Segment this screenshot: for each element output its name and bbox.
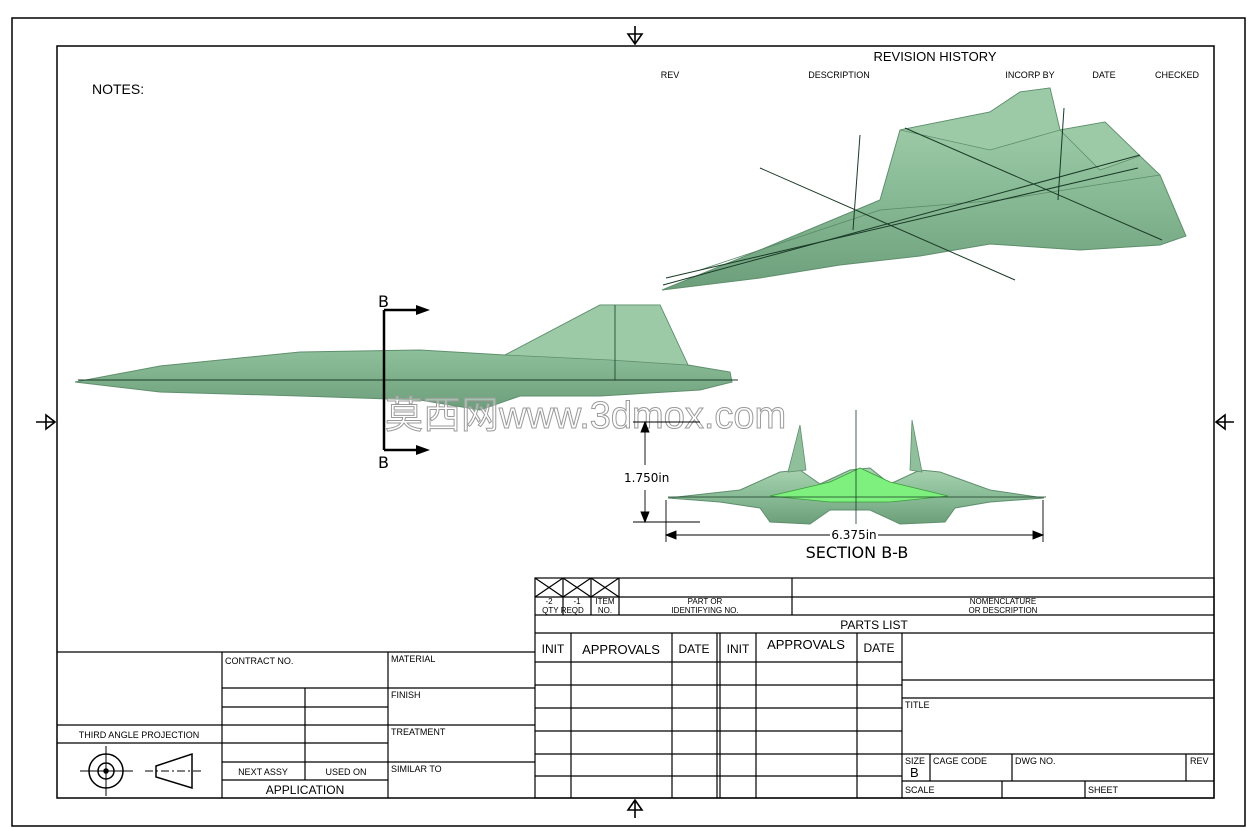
approvals-header-1: APPROVALS: [582, 642, 660, 657]
centering-marks: [36, 26, 1234, 818]
centering-arrow-top: [626, 26, 644, 46]
used-on-label: USED ON: [325, 767, 366, 777]
parts-list-title: PARTS LIST: [840, 618, 908, 632]
approvals-init-header-1: INIT: [542, 642, 565, 656]
approvals-grid: [535, 633, 903, 798]
qty-col-b: -1: [573, 597, 581, 606]
cage-code-label: CAGE CODE: [933, 756, 987, 766]
left-block-grid: [57, 651, 535, 798]
approvals-date-header-1: DATE: [678, 642, 709, 656]
finish-label: FINISH: [391, 690, 421, 700]
similar-to-label: SIMILAR TO: [391, 764, 442, 774]
side-view-aircraft: [74, 304, 738, 411]
identifying-no-label: IDENTIFYING NO.: [671, 606, 738, 615]
contract-no-label: CONTRACT NO.: [225, 656, 293, 666]
title-block-grid: [902, 679, 1214, 798]
watermark-text: 莫西网www.3dmox.com: [385, 395, 786, 437]
section-cut-face: [769, 467, 949, 503]
isometric-aircraft-view: [661, 87, 1187, 291]
section-cut-line: [382, 305, 430, 455]
revision-history-title: REVISION HISTORY: [873, 49, 996, 64]
section-view-aircraft: [667, 410, 1046, 525]
revision-col-incorp-by: INCORP BY: [1005, 70, 1054, 80]
centering-arrow-bottom: [626, 798, 644, 818]
qty-reqd-label: QTY REQD: [542, 606, 584, 615]
section-marker-bottom: B: [378, 453, 389, 472]
part-or-label: PART OR: [688, 597, 723, 606]
projection-label: THIRD ANGLE PROJECTION: [79, 730, 200, 740]
section-marker-top: B: [378, 292, 389, 311]
dwg-no-label: DWG NO.: [1015, 756, 1056, 766]
treatment-label: TREATMENT: [391, 727, 446, 737]
notes-label: NOTES:: [92, 81, 144, 97]
revision-col-rev: REV: [661, 70, 680, 80]
dimension-lines: [633, 420, 1045, 542]
revision-col-description: DESCRIPTION: [808, 70, 870, 80]
item-label: ITEM: [595, 597, 614, 606]
qty-col-a: -2: [545, 597, 553, 606]
size-label: SIZE: [905, 756, 925, 766]
centering-arrow-right: [1214, 413, 1234, 431]
material-label: MATERIAL: [391, 654, 435, 664]
approvals-init-header-2: INIT: [727, 642, 750, 656]
next-assy-label: NEXT ASSY: [238, 767, 288, 777]
approvals-date-header-2: DATE: [863, 641, 894, 655]
revision-col-date: DATE: [1092, 70, 1115, 80]
application-label: APPLICATION: [266, 783, 344, 797]
third-angle-projection-icon: [80, 746, 203, 796]
outer-border: [11, 17, 1246, 827]
scale-label: SCALE: [905, 785, 935, 795]
dimension-height: 1.750in: [624, 471, 669, 485]
rev-label: REV: [1190, 756, 1209, 766]
revision-col-checked: CHECKED: [1155, 70, 1200, 80]
nomenclature-label: NOMENCLATURE: [970, 597, 1037, 606]
item-no-label: NO.: [598, 606, 612, 615]
parts-list-grid: [534, 577, 1215, 799]
section-caption: SECTION B-B: [806, 543, 909, 562]
title-label: TITLE: [905, 700, 930, 710]
description-label: OR DESCRIPTION: [969, 606, 1038, 615]
sheet-label: SHEET: [1088, 785, 1119, 795]
dimension-width: 6.375in: [831, 528, 876, 542]
size-value: B: [910, 765, 919, 780]
approvals-header-2: APPROVALS: [767, 637, 845, 652]
centering-arrow-left: [36, 413, 57, 431]
